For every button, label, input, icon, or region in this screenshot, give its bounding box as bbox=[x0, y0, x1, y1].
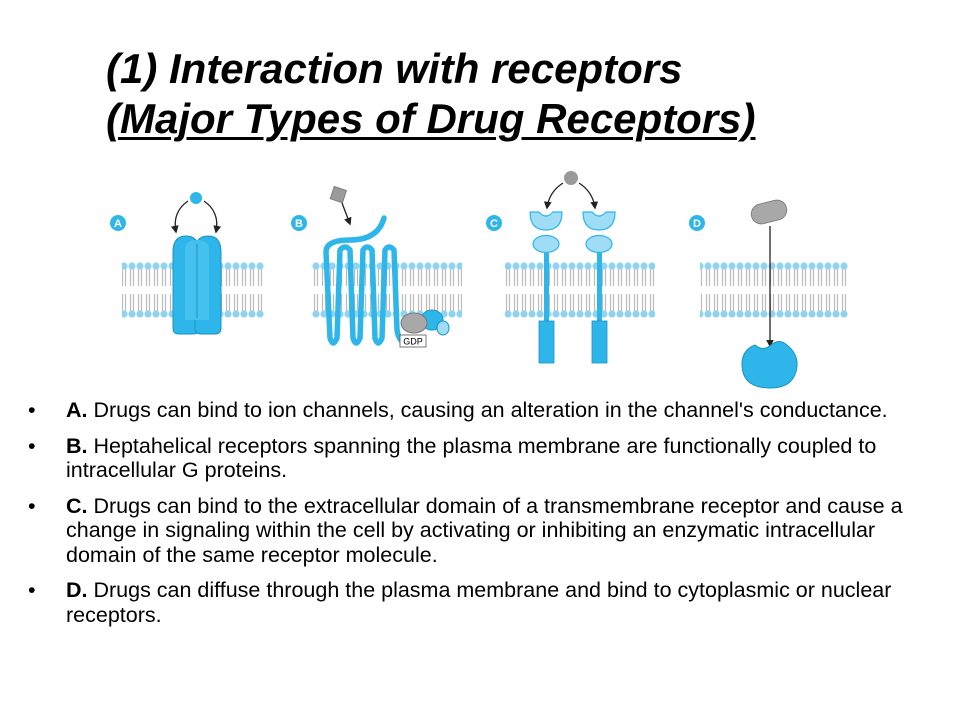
ion-channel bbox=[172, 235, 222, 335]
panel-b-letter: B bbox=[295, 218, 303, 230]
panel-d-badge: D bbox=[689, 215, 705, 231]
g-protein: GDP bbox=[399, 309, 450, 348]
bullet-b: • B. Heptahelical receptors spanning the… bbox=[28, 434, 928, 483]
bullet-dot: • bbox=[28, 398, 36, 422]
bullet-b-label: B. bbox=[66, 433, 88, 458]
gdp-label: GDP bbox=[403, 337, 423, 347]
panel-d: D bbox=[689, 199, 848, 389]
arrow-a-left bbox=[170, 200, 189, 234]
heptahelical-receptor bbox=[323, 215, 423, 347]
arrow-c-right bbox=[578, 182, 599, 210]
receptor-types-figure: A B GDP C bbox=[110, 171, 848, 389]
membrane-d bbox=[700, 262, 848, 318]
receptor-c-right bbox=[582, 211, 616, 364]
ligand-b bbox=[329, 185, 348, 204]
panel-a-letter: A bbox=[114, 218, 122, 230]
arrow-b bbox=[341, 202, 352, 226]
bullet-dot: • bbox=[28, 578, 36, 602]
slide-title: (1) Interaction with receptors (Major Ty… bbox=[106, 44, 936, 144]
membrane-c bbox=[505, 262, 655, 318]
bullet-c: • C. Drugs can bind to the extracellular… bbox=[28, 494, 928, 568]
receptor-c-left bbox=[529, 211, 563, 364]
ligand-c bbox=[564, 171, 578, 185]
ligand-a bbox=[190, 192, 202, 204]
title-line-1: (1) Interaction with receptors bbox=[106, 45, 683, 92]
bullet-a-text: Drugs can bind to ion channels, causing … bbox=[87, 398, 888, 422]
bullet-d-text: Drugs can diffuse through the plasma mem… bbox=[66, 578, 892, 627]
bullet-c-text: Drugs can bind to the extracellular doma… bbox=[66, 493, 903, 567]
panel-d-letter: D bbox=[693, 218, 701, 230]
bullet-dot: • bbox=[28, 493, 36, 518]
panel-c-badge: C bbox=[486, 215, 502, 231]
bullet-d: • D. Drugs can diffuse through the plasm… bbox=[28, 578, 928, 627]
arrow-c-left bbox=[543, 182, 564, 210]
panel-b-badge: B bbox=[291, 215, 307, 231]
bullet-d-label: D. bbox=[66, 578, 88, 602]
bullet-a: • A. Drugs can bind to ion channels, cau… bbox=[28, 398, 928, 423]
panel-a-badge: A bbox=[110, 215, 126, 231]
bullet-c-label: C. bbox=[66, 493, 88, 518]
bullet-dot: • bbox=[28, 433, 36, 458]
panel-a: A bbox=[110, 192, 264, 335]
bullet-b-text: Heptahelical receptors spanning the plas… bbox=[66, 433, 877, 483]
bullet-a-label: A. bbox=[66, 398, 88, 422]
panel-b: B GDP bbox=[291, 185, 462, 348]
title-line-2: (Major Types of Drug Receptors) bbox=[106, 95, 756, 142]
panel-c-letter: C bbox=[490, 218, 498, 230]
description-list: • A. Drugs can bind to ion channels, cau… bbox=[28, 398, 928, 638]
arrow-a-right bbox=[203, 200, 222, 234]
panel-c: C bbox=[486, 171, 655, 364]
intracellular-receptor bbox=[741, 341, 798, 389]
ligand-d bbox=[750, 199, 788, 225]
